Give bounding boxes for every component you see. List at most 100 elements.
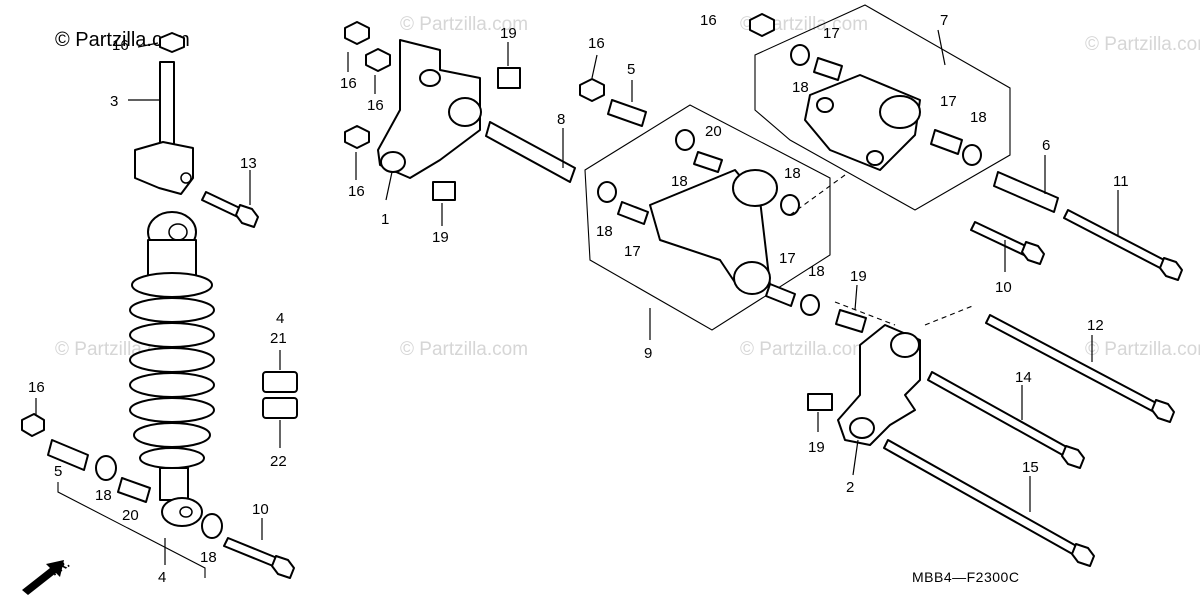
shock-link-9[interactable] xyxy=(579,78,867,333)
nut-16-d[interactable] xyxy=(579,78,605,102)
callout-label[interactable]: 16 xyxy=(367,97,384,114)
callout-label[interactable]: 18 xyxy=(784,165,801,182)
collar-19-d[interactable] xyxy=(807,393,833,411)
callout-label[interactable]: 4 xyxy=(158,569,166,586)
callout-label[interactable]: 16 xyxy=(348,183,365,200)
callout-label[interactable]: 10 xyxy=(995,279,1012,296)
callout-label[interactable]: 19 xyxy=(500,25,517,42)
seal-18-lower[interactable] xyxy=(201,513,223,539)
rod-7-eye-a[interactable] xyxy=(879,95,921,129)
callout-label[interactable]: 18 xyxy=(200,549,217,566)
arm-1-upper-eye[interactable] xyxy=(419,69,441,87)
collar-17-d[interactable] xyxy=(930,129,963,155)
collar-6[interactable] xyxy=(993,171,1059,213)
arm-2-upper-eye[interactable] xyxy=(890,332,920,358)
bolt-12-head[interactable] xyxy=(1151,399,1175,423)
callout-label[interactable]: 16 xyxy=(700,12,717,29)
callout-label[interactable]: 18 xyxy=(792,79,809,96)
bushing-20[interactable] xyxy=(117,477,151,503)
callout-label[interactable]: 17 xyxy=(940,93,957,110)
bolt-15-head[interactable] xyxy=(1071,543,1095,567)
nut-16-e[interactable] xyxy=(749,13,775,37)
callout-label[interactable]: 16 xyxy=(28,379,45,396)
rod-7-eye-b[interactable] xyxy=(816,97,834,113)
collar-5-b[interactable] xyxy=(607,99,647,127)
shock-top-nut[interactable] xyxy=(159,32,185,53)
link-upper-eye[interactable] xyxy=(732,169,778,207)
callout-label[interactable]: 19 xyxy=(808,439,825,456)
bolt-8[interactable] xyxy=(485,121,576,183)
callout-label[interactable]: 19 xyxy=(432,229,449,246)
arm-1-pivot[interactable] xyxy=(448,97,482,127)
callout-label[interactable]: 19 xyxy=(850,268,867,285)
bolt-11-head[interactable] xyxy=(1159,257,1183,281)
bolt-10-lower-head[interactable] xyxy=(271,555,295,579)
callout-label[interactable]: 12 xyxy=(1087,317,1104,334)
seal-18[interactable] xyxy=(95,455,117,481)
bushing-22[interactable] xyxy=(262,397,298,419)
nut-16[interactable] xyxy=(21,413,45,437)
seal-18-g[interactable] xyxy=(790,44,810,66)
callout-label[interactable]: 18 xyxy=(596,223,613,240)
callout-label[interactable]: 2 xyxy=(846,479,854,496)
collar-17-c[interactable] xyxy=(813,57,843,81)
callout-label[interactable]: 9 xyxy=(644,345,652,362)
arm-2-lower-eye[interactable] xyxy=(849,417,875,439)
bolt-11[interactable] xyxy=(1063,209,1169,271)
collar-19-b[interactable] xyxy=(432,181,456,201)
collar-5[interactable] xyxy=(47,439,89,471)
callout-label[interactable]: 18 xyxy=(808,263,825,280)
callout-label[interactable]: 20 xyxy=(122,507,139,524)
bolt-10-b-head[interactable] xyxy=(1021,241,1045,265)
nut-16-a[interactable] xyxy=(344,21,370,45)
callout-label[interactable]: 17 xyxy=(823,25,840,42)
callout-label[interactable]: 16 xyxy=(340,75,357,92)
shock-arm-1[interactable] xyxy=(344,21,576,201)
arm-1-lower-eye[interactable] xyxy=(380,151,406,173)
bushing-21[interactable] xyxy=(262,371,298,393)
callout-label[interactable]: 15 xyxy=(1022,459,1039,476)
rod-7-eye-c[interactable] xyxy=(866,150,884,166)
rear-shock-absorber[interactable]: FR. xyxy=(21,32,298,595)
callout-label[interactable]: 5 xyxy=(627,61,635,78)
nut-16-c[interactable] xyxy=(344,125,370,149)
bolt-12[interactable] xyxy=(985,314,1161,414)
callout-label[interactable]: 18 xyxy=(970,109,987,126)
shock-upper-mount[interactable] xyxy=(134,141,194,195)
nut-16-b[interactable] xyxy=(365,48,391,72)
callout-label[interactable]: 18 xyxy=(671,173,688,190)
callout-label[interactable]: 22 xyxy=(270,453,287,470)
shock-lower-body[interactable] xyxy=(159,467,189,501)
seal-18-e[interactable] xyxy=(780,194,800,216)
callout-label[interactable]: 13 xyxy=(240,155,257,172)
cushion-rod-7[interactable] xyxy=(749,4,1011,211)
callout-label[interactable]: 14 xyxy=(1015,369,1032,386)
callout-label[interactable]: 7 xyxy=(940,12,948,29)
callout-label[interactable]: 16 xyxy=(588,35,605,52)
callout-label[interactable]: 21 xyxy=(270,330,287,347)
bolt-13-head[interactable] xyxy=(235,204,259,228)
callout-label[interactable]: 4 xyxy=(276,310,284,327)
collar-19-a[interactable] xyxy=(497,67,521,89)
seal-18-f[interactable] xyxy=(800,294,820,316)
callout-label[interactable]: 10 xyxy=(252,501,269,518)
callout-label[interactable]: 6 xyxy=(1042,137,1050,154)
bushing-20-b[interactable] xyxy=(693,151,723,173)
callout-label[interactable]: 18 xyxy=(95,487,112,504)
bolt-10-b[interactable] xyxy=(970,221,1031,257)
shock-spring[interactable] xyxy=(129,272,215,469)
shock-upper-stud[interactable] xyxy=(159,61,175,145)
callout-label[interactable]: 8 xyxy=(557,111,565,128)
seal-18-c[interactable] xyxy=(675,129,695,151)
callout-label[interactable]: 3 xyxy=(110,93,118,110)
link-lower-eye[interactable] xyxy=(733,261,771,295)
collar-17-a[interactable] xyxy=(617,201,649,225)
bolts[interactable] xyxy=(883,171,1183,567)
callout-label[interactable]: 16 xyxy=(112,37,129,54)
callout-label[interactable]: 17 xyxy=(779,250,796,267)
bolt-14-head[interactable] xyxy=(1061,445,1085,469)
callout-label[interactable]: 11 xyxy=(1113,173,1129,190)
callout-label[interactable]: 1 xyxy=(381,211,389,228)
collar-19-c[interactable] xyxy=(835,309,867,333)
seal-18-d[interactable] xyxy=(597,181,617,203)
